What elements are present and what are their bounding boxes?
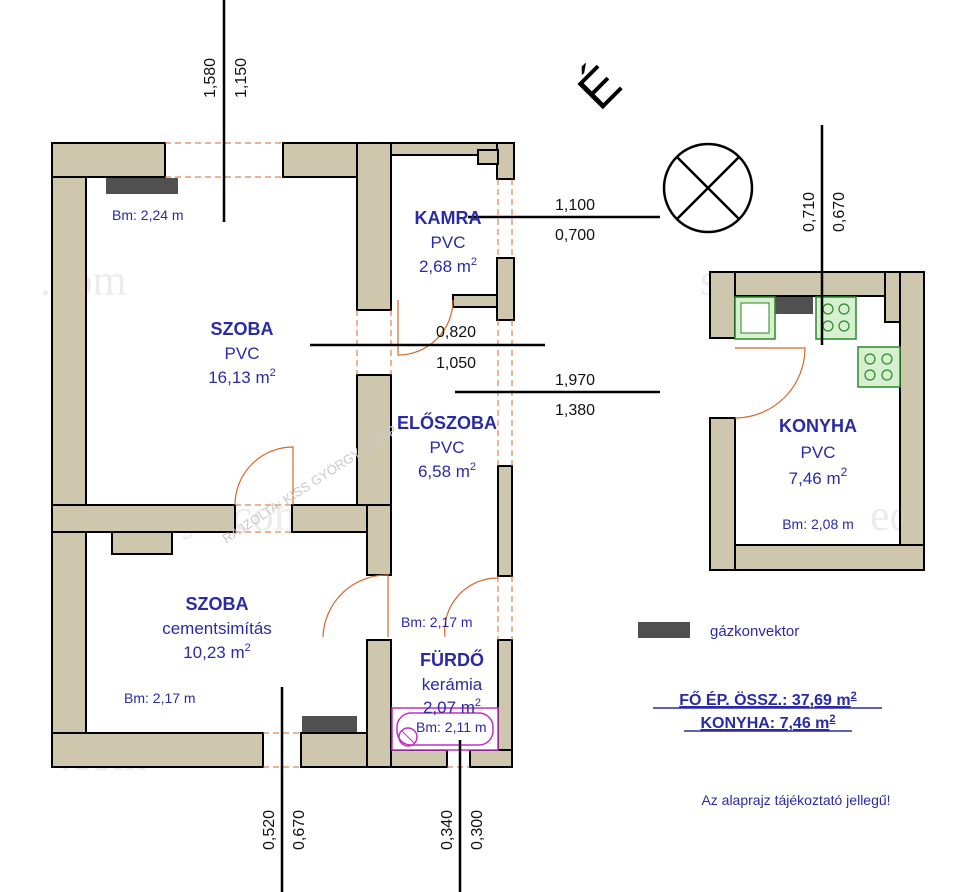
dim-bottom-left-b: 0,670 — [291, 810, 308, 850]
dim-hall-b: 1,380 — [555, 402, 595, 419]
north-label: É — [567, 55, 633, 121]
room-name: ELŐSZOBA — [397, 412, 497, 433]
dim-kamra-b: 0,700 — [555, 227, 595, 244]
kitchen-fixtures — [734, 296, 901, 388]
room-furdo: FÜRDŐ kerámia 2,07 m2 Bm: 2,11 m — [416, 649, 487, 735]
dim-kitchen-a: 0,710 — [801, 192, 818, 232]
room-material: PVC — [225, 344, 260, 363]
dim-bottom-left-a: 0,520 — [261, 810, 278, 850]
room-name: KONYHA — [779, 416, 857, 436]
room-name: FÜRDŐ — [420, 649, 484, 670]
room-height: Bm: 2,08 m — [782, 516, 854, 532]
bathtub — [391, 707, 499, 751]
legend-swatch — [638, 622, 690, 638]
room-area: 16,13 m2 — [208, 367, 276, 387]
room-height: Bm: 2,11 m — [416, 719, 487, 735]
dim-door-a: 0,820 — [436, 324, 476, 341]
room-szoba-1: Bm: 2,24 m SZOBA PVC 16,13 m2 — [112, 207, 276, 387]
room-height: Bm: 2,24 m — [112, 207, 184, 223]
dim-bottom-right-b: 0,300 — [469, 810, 486, 850]
room-material: PVC — [430, 438, 465, 457]
room-eloszoba: ELŐSZOBA PVC 6,58 m2 Bm: 2,17 m — [397, 412, 497, 630]
room-name: KAMRA — [415, 208, 482, 228]
room-material: cementsimítás — [162, 619, 272, 638]
legend-label: gázkonvektor — [710, 623, 799, 640]
doors — [234, 299, 499, 638]
room-area: 2,07 m2 — [423, 697, 481, 717]
dim-top-b: 1,150 — [233, 58, 250, 98]
room-area: 2,68 m2 — [419, 256, 477, 276]
dim-door-b: 1,050 — [436, 355, 476, 372]
area-totals: FŐ ÉP. ÖSSZ.: 37,69 m2 KONYHA: 7,46 m2 — [653, 690, 882, 732]
walls-main — [51, 142, 515, 768]
dim-top-a: 1,580 — [202, 58, 219, 98]
disclaimer-note: Az alaprajz tájékoztató jellegű! — [701, 792, 890, 808]
dim-kitchen-b: 0,670 — [831, 192, 848, 232]
room-konyha: KONYHA PVC 7,46 m2 Bm: 2,08 m — [779, 416, 857, 532]
dim-kamra-a: 1,100 — [555, 197, 595, 214]
dim-hall-a: 1,970 — [555, 372, 595, 389]
room-height: Bm: 2,17 m — [124, 690, 196, 706]
total-main: FŐ ÉP. ÖSSZ.: 37,69 m2 — [679, 690, 856, 709]
room-szoba-2: SZOBA cementsimítás 10,23 m2 Bm: 2,17 m — [124, 594, 272, 706]
room-material: PVC — [801, 443, 836, 462]
room-material: kerámia — [422, 675, 483, 694]
gas-convectors — [106, 178, 357, 732]
room-area: 6,58 m2 — [418, 461, 476, 481]
room-name: SZOBA — [211, 319, 274, 339]
room-height: Bm: 2,17 m — [401, 614, 473, 630]
total-kitchen: KONYHA: 7,46 m2 — [700, 713, 835, 732]
legend: gázkonvektor — [638, 622, 799, 640]
dimension-lines — [222, 0, 824, 892]
room-kamra: KAMRA PVC 2,68 m2 — [415, 208, 482, 276]
dim-bottom-right-a: 0,340 — [439, 810, 456, 850]
dimension-labels: 1,580 1,150 1,100 0,700 0,820 1,050 1,97… — [202, 58, 848, 850]
walls-kitchen — [709, 271, 925, 571]
room-area: 7,46 m2 — [789, 465, 848, 488]
room-name: SZOBA — [186, 594, 249, 614]
room-material: PVC — [431, 233, 466, 252]
room-area: 10,23 m2 — [183, 642, 251, 662]
